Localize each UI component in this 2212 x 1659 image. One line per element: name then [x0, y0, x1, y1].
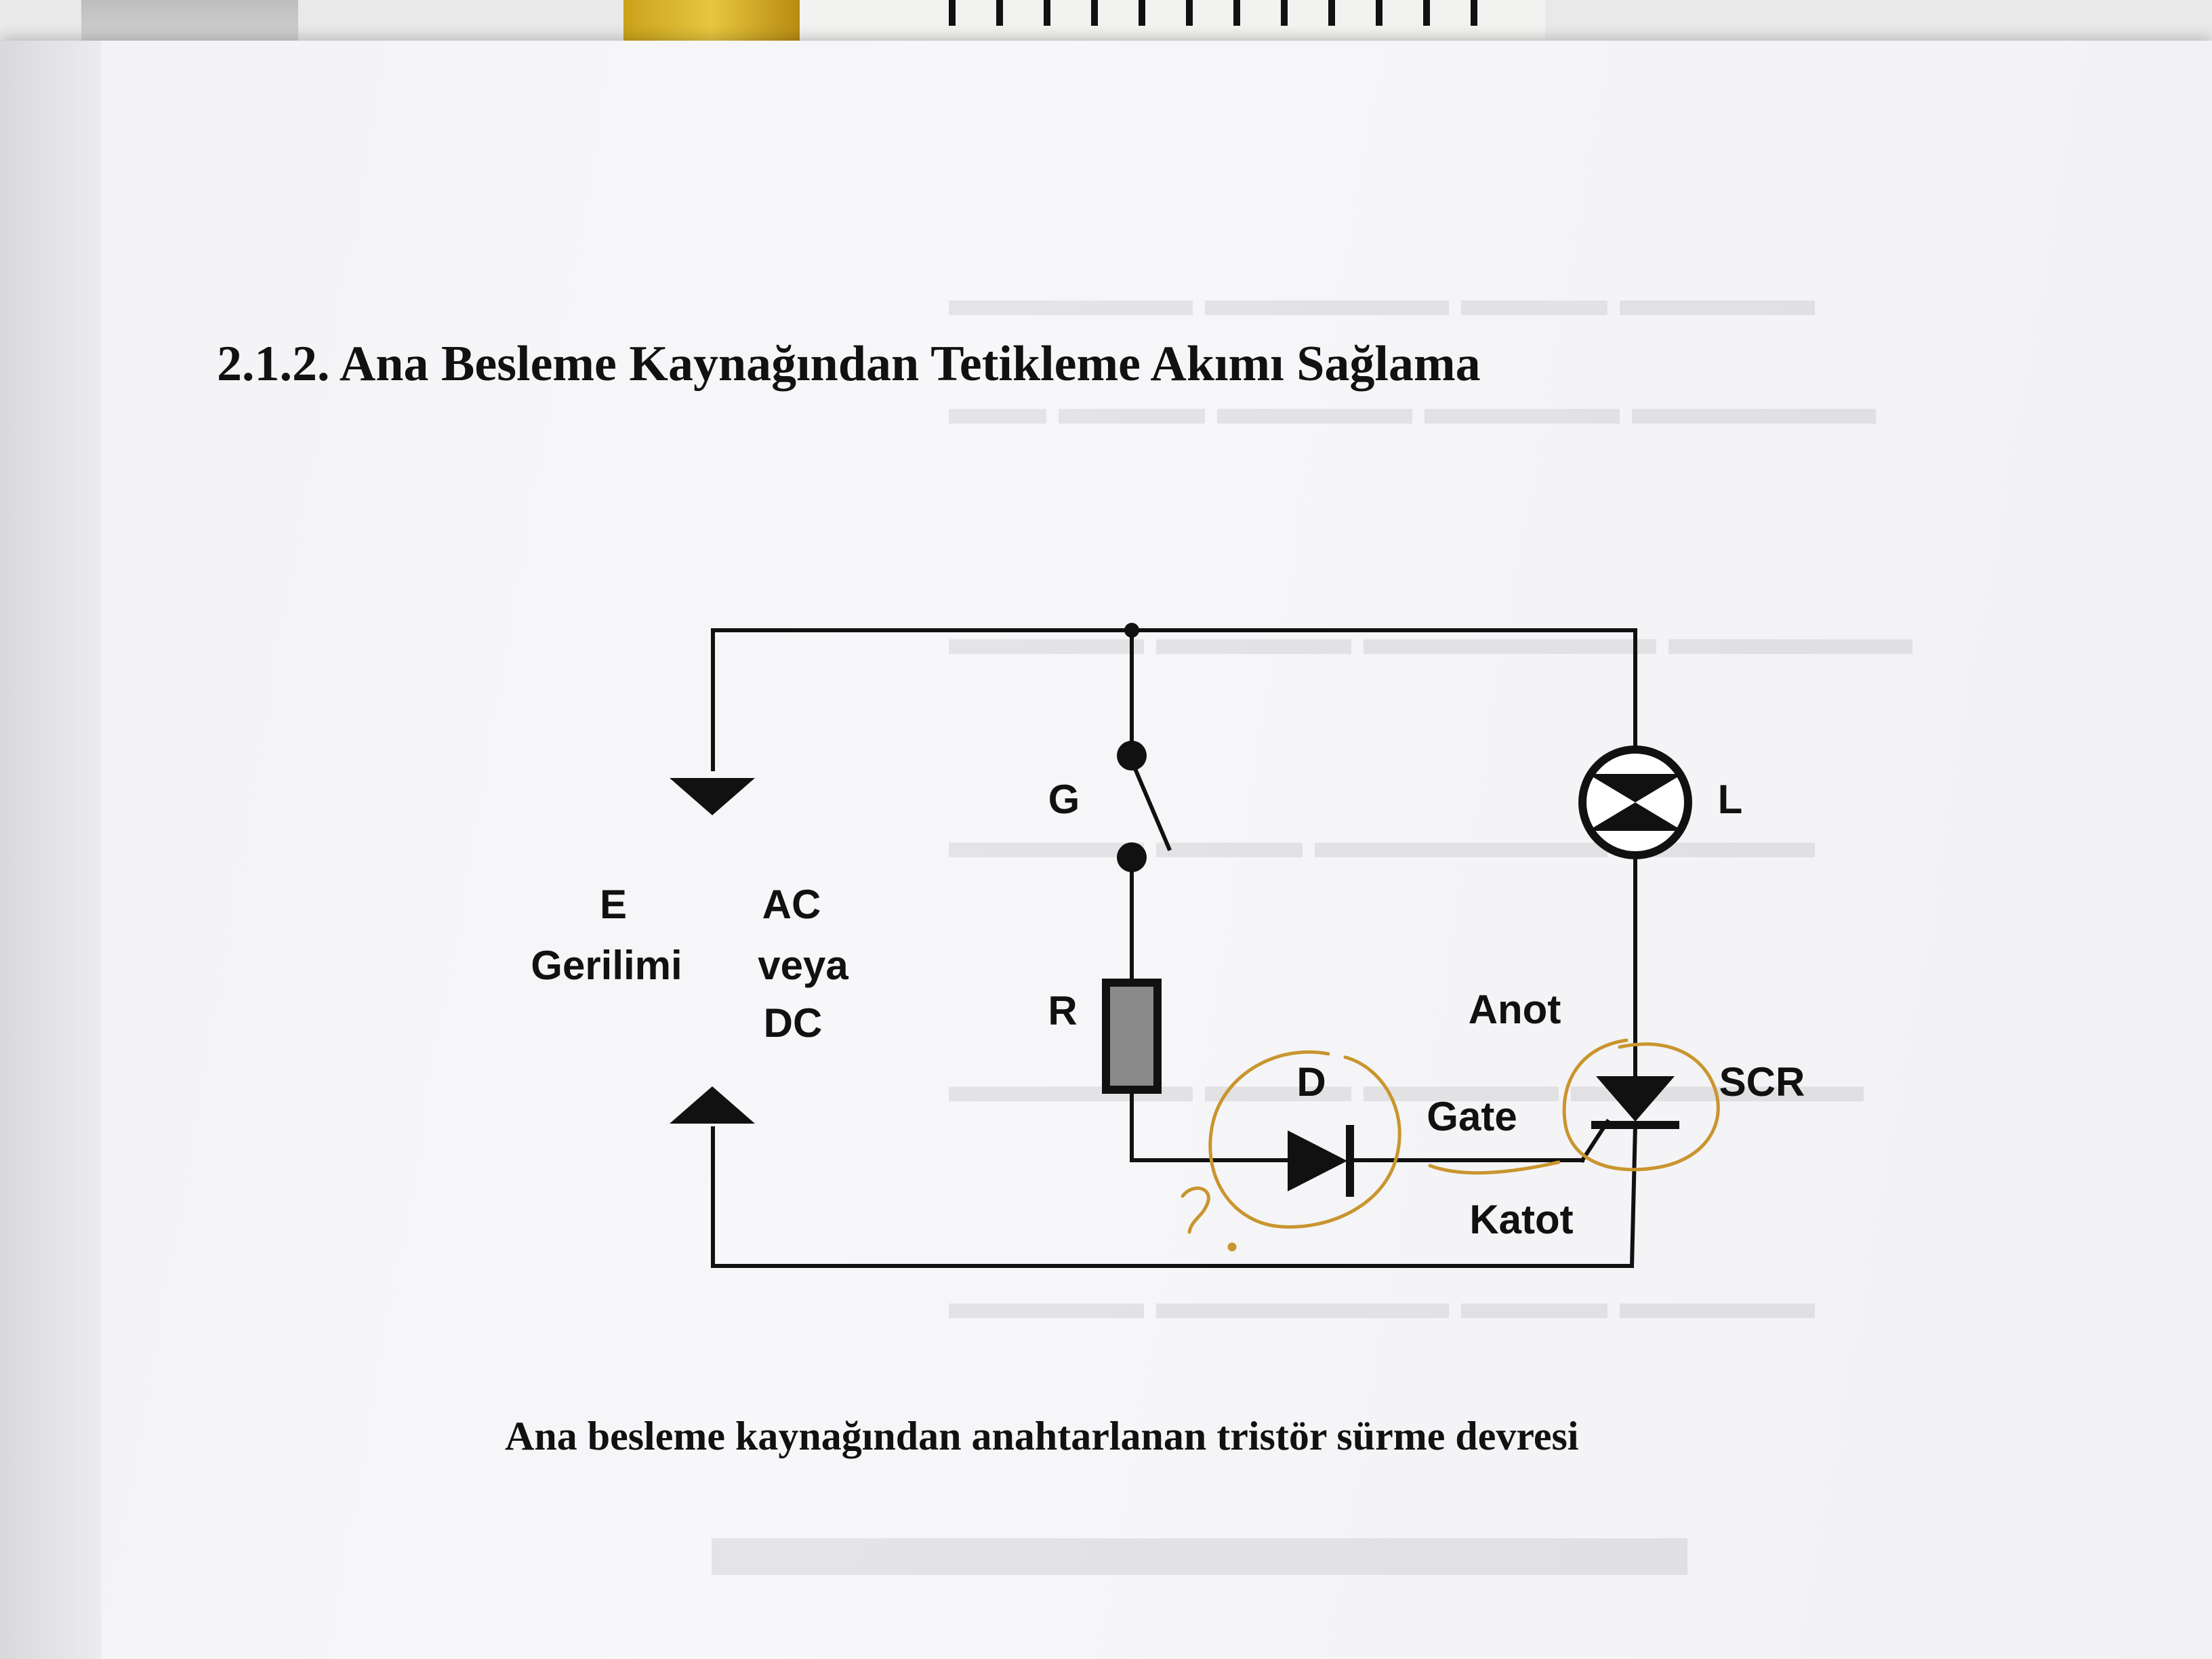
gate-label: Gate — [1427, 1094, 1517, 1139]
pen-underline-gate — [1428, 1160, 1561, 1175]
source-label-line1: E — [600, 882, 627, 927]
lamp-icon — [1578, 745, 1692, 859]
background-object-gray — [81, 0, 298, 47]
wire-top — [711, 628, 1637, 771]
source-type-line1: AC — [762, 882, 821, 927]
switch-contact-top — [1117, 741, 1147, 771]
cathode-label: Katot — [1469, 1197, 1573, 1242]
pen-circle-scr — [1562, 1038, 1720, 1172]
junction-dot — [1124, 623, 1139, 638]
pen-question-mark — [1181, 1186, 1210, 1234]
switch-contact-bottom — [1117, 842, 1147, 872]
document-page — [0, 41, 2212, 1659]
pen-question-dot — [1227, 1242, 1237, 1252]
page-shadow-edge — [0, 41, 102, 1659]
wire-scr-to-bottom — [1629, 1122, 1638, 1269]
source-type-line2: veya — [758, 943, 848, 988]
source-label-line2: Gerilimi — [531, 943, 682, 988]
lamp-label: L — [1718, 777, 1743, 822]
background-object-yellow — [623, 0, 800, 41]
resistor-label: R — [1048, 988, 1077, 1033]
diode-icon — [1288, 1130, 1347, 1191]
scr-label: SCR — [1719, 1059, 1805, 1105]
switch-label: G — [1048, 777, 1080, 822]
scr-icon — [1591, 1076, 1679, 1129]
background-stripes — [949, 0, 1491, 26]
resistor-icon — [1102, 979, 1162, 1094]
source-type-line3: DC — [764, 1000, 823, 1046]
section-title: 2.1.2. Ana Besleme Kaynağından Tetikleme… — [217, 336, 1481, 392]
pen-circle-diode — [1208, 1050, 1401, 1229]
figure-caption: Ana besleme kaynağından anahtarlanan tri… — [505, 1414, 1579, 1458]
source-terminal-top-icon — [670, 778, 755, 815]
diode-label: D — [1296, 1059, 1326, 1105]
switch-lever — [1128, 755, 1172, 851]
anode-label: Anot — [1469, 987, 1561, 1032]
source-terminal-bottom-icon — [670, 1086, 755, 1124]
